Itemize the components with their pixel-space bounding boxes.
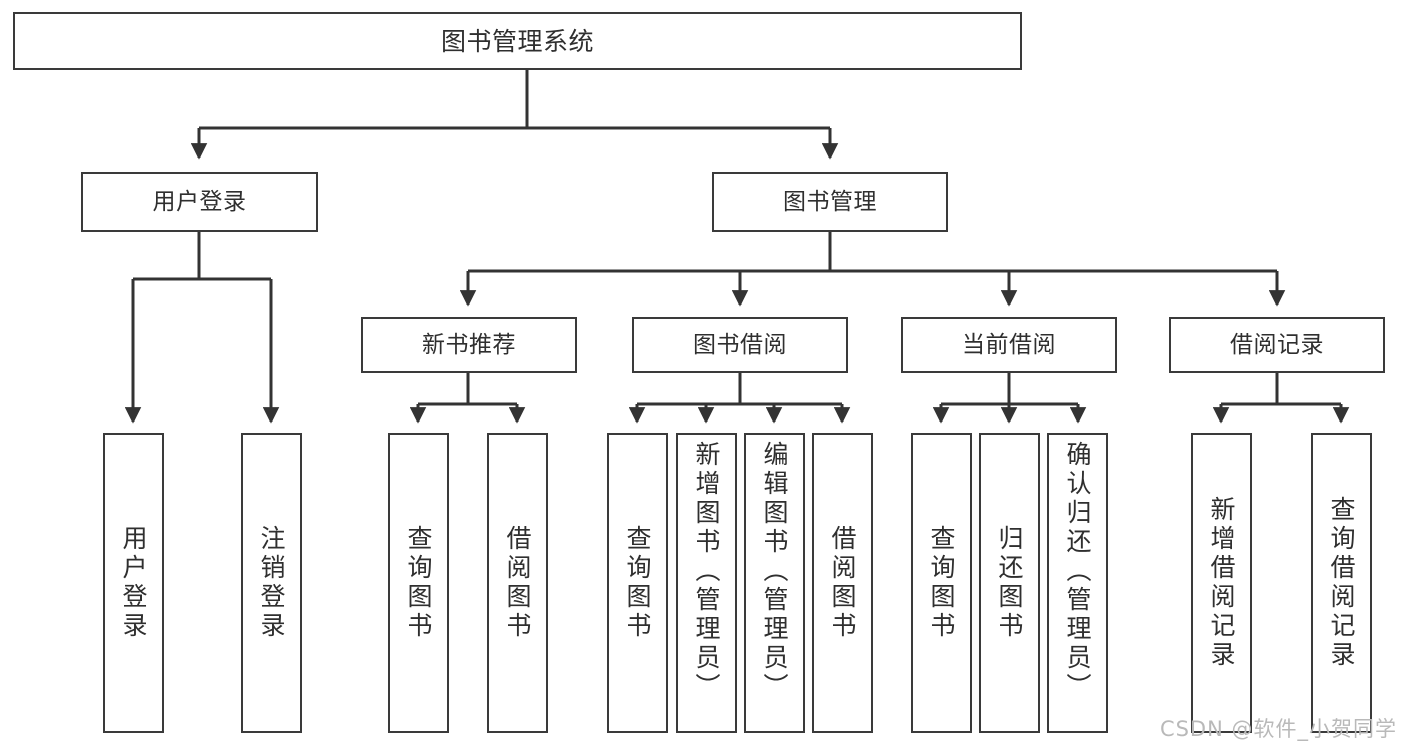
node-label: 查询图书 <box>927 525 956 641</box>
node-label: 用户登录 <box>119 525 148 641</box>
node-book-management[interactable]: 图书管理 <box>712 172 948 232</box>
leaf-add-book-admin[interactable]: 新增图书（管理员） <box>676 433 737 733</box>
node-label: 借阅记录 <box>1230 331 1324 358</box>
node-label: 确认归还（管理员） <box>1063 441 1092 702</box>
leaf-confirm-return-admin[interactable]: 确认归还（管理员） <box>1047 433 1108 733</box>
node-borrow-record[interactable]: 借阅记录 <box>1169 317 1385 373</box>
leaf-return-book[interactable]: 归还图书 <box>979 433 1040 733</box>
node-label: 查询图书 <box>623 525 652 641</box>
node-label: 归还图书 <box>995 525 1024 641</box>
node-label: 新书推荐 <box>422 331 516 358</box>
leaf-user-login[interactable]: 用户登录 <box>103 433 164 733</box>
leaf-query-book-recommend[interactable]: 查询图书 <box>388 433 449 733</box>
node-current-borrow[interactable]: 当前借阅 <box>901 317 1117 373</box>
node-label: 借阅图书 <box>503 525 532 641</box>
leaf-add-borrow-record[interactable]: 新增借阅记录 <box>1191 433 1252 733</box>
node-label: 查询图书 <box>404 525 433 641</box>
leaf-borrow-book-recommend[interactable]: 借阅图书 <box>487 433 548 733</box>
node-label: 注销登录 <box>257 525 286 641</box>
node-label: 当前借阅 <box>962 331 1056 358</box>
node-label: 图书管理系统 <box>440 26 594 56</box>
csdn-watermark: CSDN @软件_小贺同学 <box>1159 717 1397 741</box>
node-root-system[interactable]: 图书管理系统 <box>13 12 1022 70</box>
node-new-book-recommend[interactable]: 新书推荐 <box>361 317 577 373</box>
node-label: 借阅图书 <box>828 525 857 641</box>
leaf-query-book-current[interactable]: 查询图书 <box>911 433 972 733</box>
node-label: 新增借阅记录 <box>1207 496 1236 670</box>
node-user-login[interactable]: 用户登录 <box>81 172 318 232</box>
node-label: 图书管理 <box>783 188 877 215</box>
node-book-borrow[interactable]: 图书借阅 <box>632 317 848 373</box>
node-label: 新增图书（管理员） <box>692 441 721 702</box>
node-label: 编辑图书（管理员） <box>760 441 789 702</box>
node-label: 查询借阅记录 <box>1327 496 1356 670</box>
leaf-query-borrow-record[interactable]: 查询借阅记录 <box>1311 433 1372 733</box>
node-label: 用户登录 <box>152 188 247 215</box>
leaf-edit-book-admin[interactable]: 编辑图书（管理员） <box>744 433 805 733</box>
leaf-borrow-book[interactable]: 借阅图书 <box>812 433 873 733</box>
leaf-query-book-borrow[interactable]: 查询图书 <box>607 433 668 733</box>
leaf-logout[interactable]: 注销登录 <box>241 433 302 733</box>
node-label: 图书借阅 <box>693 331 787 358</box>
